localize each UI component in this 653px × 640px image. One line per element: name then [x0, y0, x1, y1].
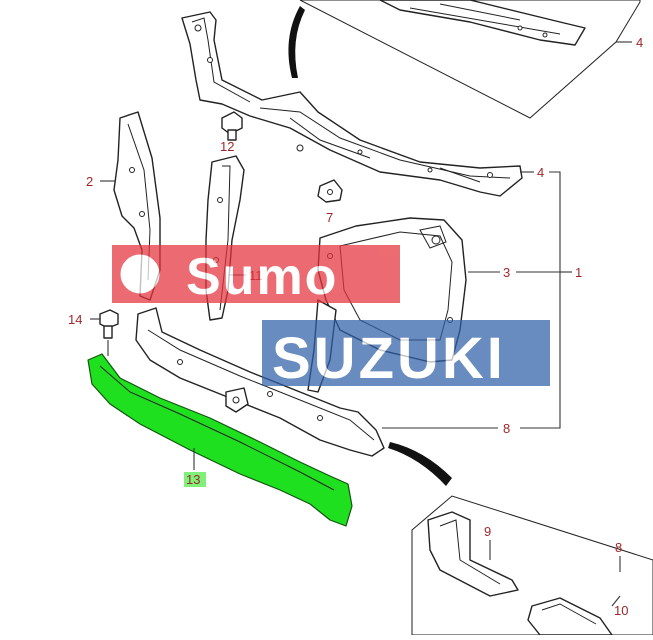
- bolt-part-14: [99, 309, 119, 339]
- callout-12: 12: [220, 139, 234, 154]
- highlighted-part-13: [87, 353, 353, 527]
- callout-13: 13: [186, 472, 200, 487]
- bolt-part-12: [221, 111, 243, 141]
- callout-8: 8: [503, 421, 510, 436]
- watermark: Sumo SUZUKI: [112, 245, 550, 391]
- watermark-emblem-icon: [119, 253, 161, 295]
- callout-10: 10: [614, 603, 628, 618]
- callout-3: 3: [503, 265, 510, 280]
- zoom-arrow-lower: [388, 442, 452, 486]
- part-13-shape: [87, 353, 353, 527]
- upper-member-part-4: [181, 11, 523, 197]
- callout-9: 9: [484, 524, 491, 539]
- callout-4: 4: [537, 165, 544, 180]
- callout-13-highlight: [184, 472, 206, 487]
- callout-2: 2: [86, 174, 93, 189]
- callout-8-detail: 8: [615, 540, 622, 555]
- callout-7: 7: [326, 210, 333, 225]
- watermark-blue-band: [262, 320, 550, 386]
- detail-box-upper: [299, 0, 641, 119]
- zoom-arrow-top: [288, 6, 305, 78]
- watermark-brand-bottom: SUZUKI: [272, 326, 506, 391]
- callout-group-bracket: [520, 171, 561, 429]
- callout-4-top: 4: [636, 35, 643, 50]
- clip-part-7: [317, 179, 343, 203]
- detail-box-lower: [411, 495, 653, 636]
- lower-member-part-8: [135, 307, 385, 457]
- watermark-brand-top: Sumo: [186, 248, 338, 306]
- callout-14: 14: [68, 312, 82, 327]
- callout-1: 1: [575, 265, 582, 280]
